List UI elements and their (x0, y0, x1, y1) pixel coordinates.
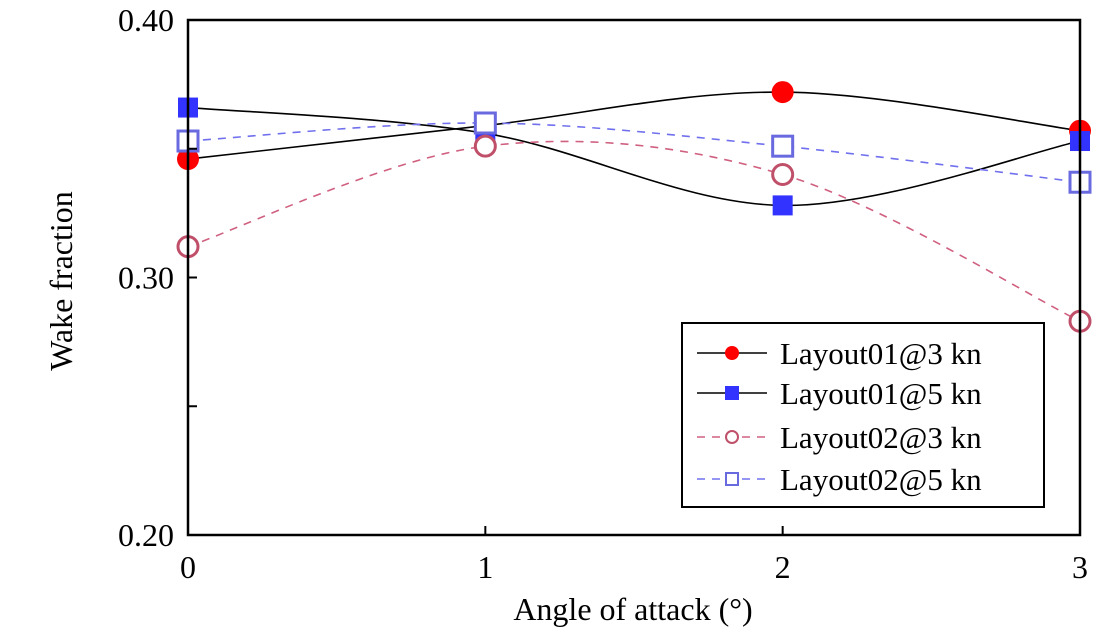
legend-entry: Layout01@5 kn (697, 376, 982, 411)
data-point (772, 195, 793, 216)
series-lines (187, 91, 1081, 322)
data-point (771, 81, 794, 104)
ticks-layer: 0.20 0.30 0.40 0 1 2 3 (118, 2, 1088, 585)
y-axis-title: Wake fraction (43, 191, 79, 371)
data-point (473, 134, 497, 158)
data-point (771, 134, 795, 158)
y-tick-label: 0.40 (118, 2, 174, 38)
legend-marker (725, 430, 739, 444)
data-point (473, 111, 497, 135)
legend-label: Layout01@3 kn (780, 336, 982, 371)
legend-label: Layout01@5 kn (780, 376, 982, 411)
y-tick-label: 0.20 (118, 517, 174, 553)
series-line (187, 91, 1081, 160)
series-line (187, 140, 1081, 322)
series-line (187, 122, 1081, 184)
legend-label: Layout02@5 kn (780, 462, 982, 497)
legend-entry: Layout02@3 kn (697, 420, 982, 455)
x-axis-title: Angle of attack (°) (513, 591, 752, 627)
x-tick-label: 1 (477, 549, 493, 585)
x-tick-label: 3 (1072, 549, 1088, 585)
series-markers (176, 81, 1092, 333)
series-line (187, 106, 1081, 207)
legend: Layout01@3 kn Layout01@5 kn Layout02@3 k… (681, 322, 1045, 508)
legend-entry: Layout02@5 kn (697, 462, 982, 497)
x-tick-label: 2 (775, 549, 791, 585)
legend-marker (725, 472, 739, 486)
legend-label: Layout02@3 kn (780, 420, 982, 455)
y-tick-label: 0.30 (118, 260, 174, 296)
data-point (771, 163, 795, 186)
legend-marker (725, 346, 739, 360)
legend-marker (725, 386, 739, 400)
x-tick-label: 0 (180, 549, 196, 585)
legend-entry: Layout01@3 kn (697, 336, 982, 371)
series-layer (176, 81, 1092, 333)
